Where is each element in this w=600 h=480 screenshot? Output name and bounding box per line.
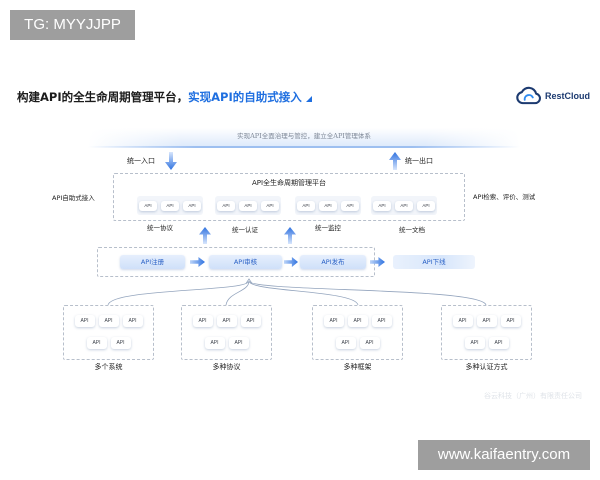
api-chip: API [161, 200, 179, 211]
api-chip: API [417, 200, 435, 211]
banner-text: 实现API全面治理与管控，建立全API管理体系 [237, 132, 371, 140]
api-chip: API [86, 337, 107, 349]
platform-title: API全生命周期管理平台 [251, 179, 327, 187]
platform-box: API全生命周期管理平台 [113, 173, 465, 221]
api-chip: API [488, 337, 509, 349]
side-label-search-review-test: API检索、评价、测试 [473, 193, 536, 201]
api-chip: API [217, 200, 235, 211]
step-api-review: API审核 [209, 255, 282, 269]
api-group-unified-monitoring: API API API [295, 196, 361, 215]
source-label: 多种协议 [212, 363, 241, 371]
connector-to-systems [107, 280, 250, 306]
logo-text: RestCloud [545, 90, 590, 101]
api-chip: API [371, 315, 392, 327]
api-chip: API [240, 315, 261, 327]
group-label: 统一认证 [232, 226, 258, 234]
api-chip: API [192, 315, 213, 327]
right-arrow-icon [284, 257, 298, 267]
connector-to-protocols [225, 280, 250, 306]
api-group-unified-protocol: API API API [137, 196, 203, 215]
down-arrow-icon [165, 152, 177, 170]
source-label: 多种框架 [343, 363, 372, 371]
api-chip: API [373, 200, 391, 211]
group-label: 统一监控 [315, 224, 341, 232]
page-title: 构建API的全生命周期管理平台，实现API的自助式接入 [17, 90, 312, 104]
api-group-unified-docs: API API API [371, 196, 437, 215]
title-highlight: 实现API的自助式接入 [188, 90, 302, 104]
step-api-offline: API下线 [393, 255, 475, 269]
api-chip: API [297, 200, 315, 211]
watermark-bottom: www.kaifaentry.com [418, 440, 590, 470]
cloud-logo-icon [516, 86, 541, 105]
api-chip: API [452, 315, 473, 327]
api-chip: API [216, 315, 237, 327]
api-chip: API [464, 337, 485, 349]
api-chip: API [500, 315, 521, 327]
side-label-self-service-access: API自助式接入 [52, 194, 95, 202]
api-chip: API [347, 315, 368, 327]
banner-underline [88, 146, 520, 148]
api-chip: API [359, 337, 380, 349]
title-main: 构建API的全生命周期管理平台， [17, 90, 189, 104]
company-footer: 谷云科技（广州）有限责任公司 [484, 392, 582, 400]
step-api-register: API注册 [120, 255, 185, 269]
up-arrow-icon [284, 227, 296, 244]
api-chip: API [323, 315, 344, 327]
api-chip: API [239, 200, 257, 211]
api-chip: API [335, 337, 356, 349]
api-chip: API [476, 315, 497, 327]
group-label: 统一协议 [147, 224, 173, 232]
api-chip: API [98, 315, 119, 327]
api-chip: API [122, 315, 143, 327]
restcloud-logo: RestCloud [515, 85, 590, 106]
right-arrow-icon [190, 257, 205, 267]
connector-to-auth-methods [248, 280, 487, 306]
watermark-top: TG: MYYJJPP [10, 10, 135, 40]
api-chip: API [204, 337, 225, 349]
api-chip: API [228, 337, 249, 349]
api-chip: API [261, 200, 279, 211]
api-chip: API [319, 200, 337, 211]
api-chip: API [395, 200, 413, 211]
api-chip: API [139, 200, 157, 211]
source-label: 多个系统 [94, 363, 123, 371]
api-group-unified-auth: API API API [215, 196, 281, 215]
api-chip: API [74, 315, 95, 327]
connector-to-frameworks [248, 280, 359, 306]
step-api-publish: API发布 [300, 255, 366, 269]
connector-arrowhead-icon [245, 278, 253, 284]
title-corner-icon [305, 96, 312, 102]
entry-label: 统一入口 [127, 157, 155, 165]
right-arrow-icon [370, 257, 385, 267]
up-arrow-icon [389, 152, 401, 170]
api-chip: API [110, 337, 131, 349]
api-chip: API [183, 200, 201, 211]
group-label: 统一文档 [399, 226, 425, 234]
up-arrow-icon [199, 227, 211, 244]
banner: 实现API全面治理与管控，建立全API管理体系 [88, 128, 520, 147]
exit-label: 统一出口 [405, 157, 433, 165]
api-chip: API [341, 200, 359, 211]
source-label: 多种认证方式 [465, 363, 508, 371]
